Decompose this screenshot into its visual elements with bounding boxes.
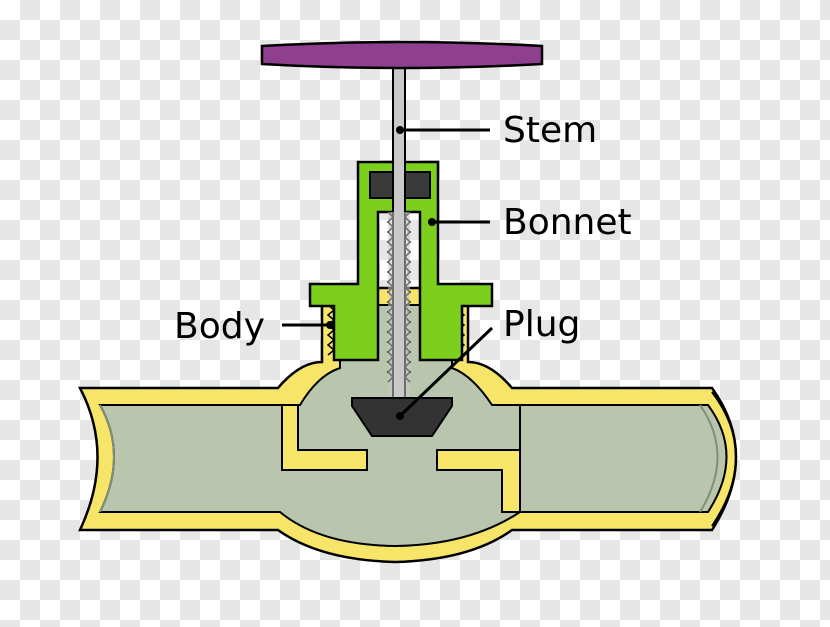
plug-leader-dot <box>396 412 404 420</box>
bonnet-leader-dot <box>428 218 436 226</box>
bonnet-label: Bonnet <box>503 202 632 243</box>
body-label: Body <box>174 306 265 347</box>
plug-label: Plug <box>503 304 580 345</box>
stem-label: Stem <box>503 110 597 151</box>
valve-stem <box>386 59 412 401</box>
handwheel <box>260 40 544 70</box>
stem-leader-dot <box>396 126 404 134</box>
leader-lines <box>282 126 494 420</box>
valve-bonnet <box>308 160 494 362</box>
plug-leader-line <box>398 326 494 418</box>
body-leader-dot <box>326 321 334 329</box>
